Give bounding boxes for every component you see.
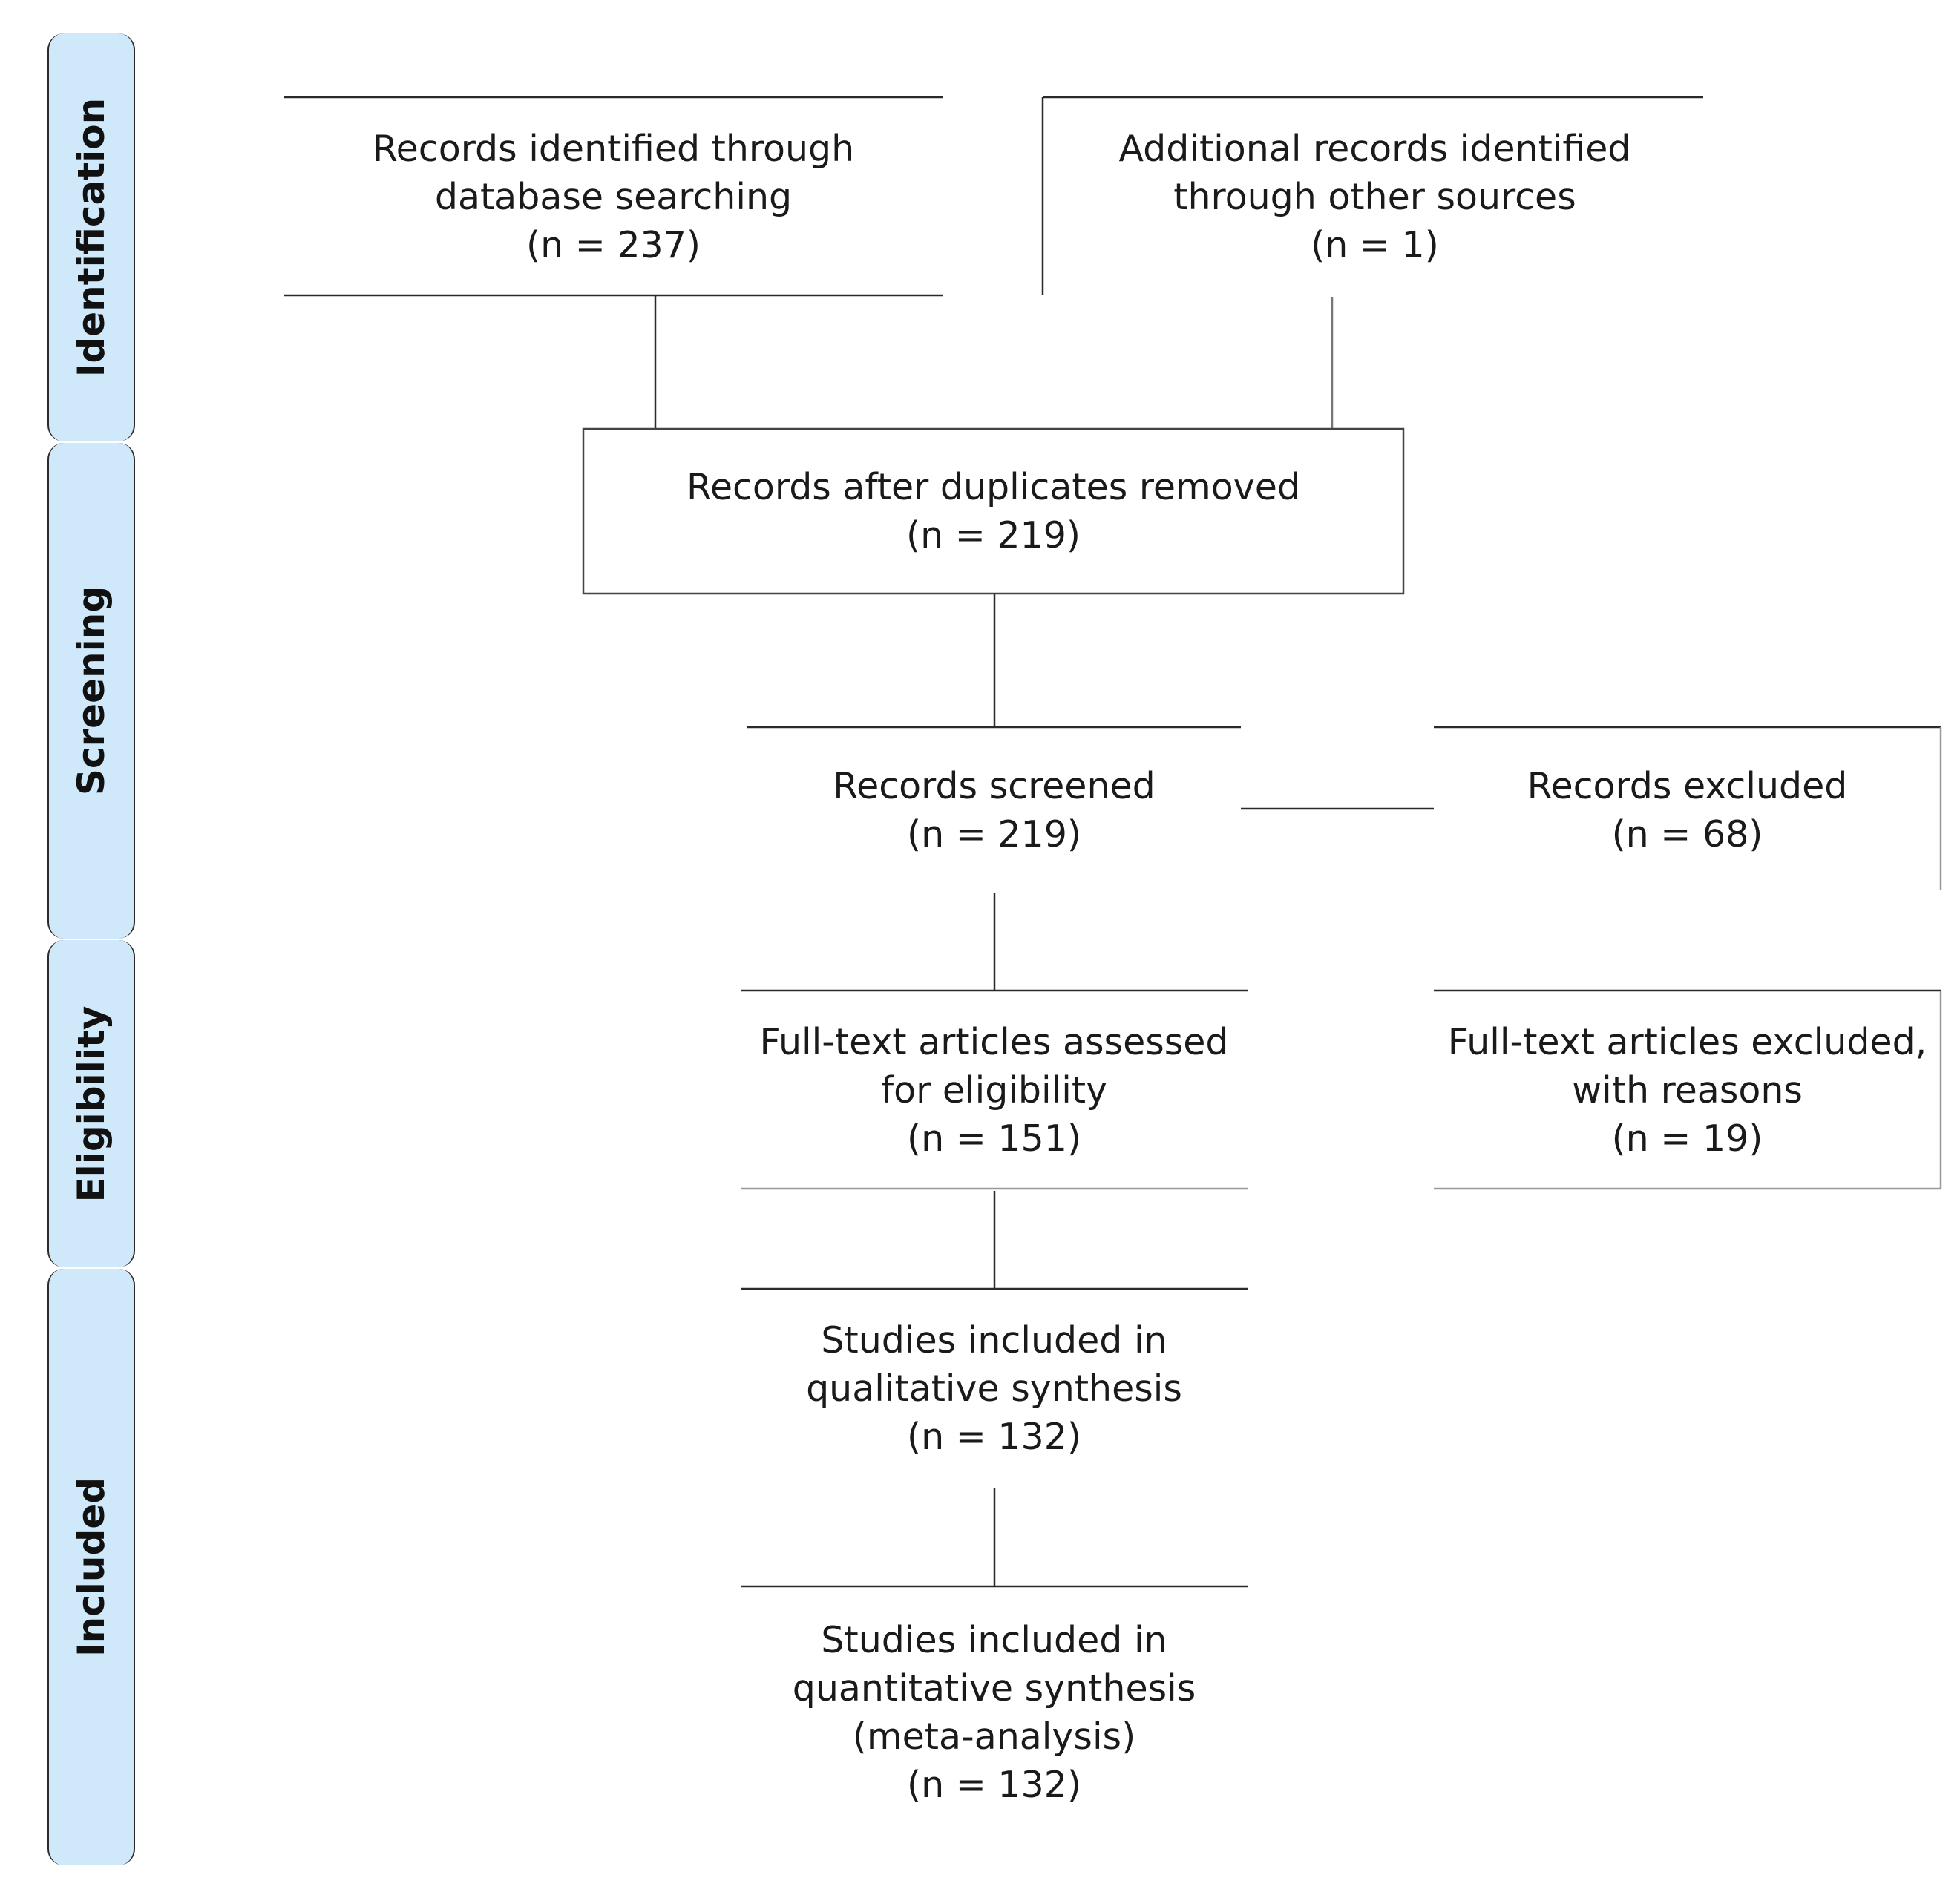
other-sources-count: (n = 1) (1311, 223, 1439, 266)
other-sources-box: Additional records identified through ot… (1046, 104, 1703, 289)
qualitative-synthesis-line2: qualitative synthesis (806, 1367, 1182, 1410)
fulltext-excluded-line1: Full-text articles excluded, (1447, 1020, 1927, 1063)
database-records-count: (n = 237) (525, 223, 701, 266)
fulltext-excluded-line2: with reasons (1572, 1068, 1803, 1111)
fulltext-excluded-count: (n = 19) (1611, 1117, 1763, 1160)
records-screened-count: (n = 219) (906, 812, 1082, 855)
duplicates-box-border (582, 427, 1405, 595)
records-excluded-count: (n = 68) (1611, 812, 1763, 855)
fulltext-assessed-box: Full-text articles assessed for eligibil… (741, 994, 1248, 1186)
fulltext-assessed-line2: for eligibility (880, 1068, 1108, 1111)
records-screened-box: Records screened (n = 219) (747, 730, 1241, 890)
database-records-box: Records identified through database sear… (284, 104, 943, 289)
fulltext-assessed-count: (n = 151) (906, 1117, 1082, 1160)
quantitative-synthesis-line2: quantitative synthesis (792, 1667, 1196, 1710)
quantitative-synthesis-line3: (meta-analysis) (852, 1715, 1136, 1758)
duplicates-removed-line1: Records after duplicates removed (686, 466, 1300, 508)
duplicates-removed-count: (n = 219) (905, 514, 1081, 556)
duplicates-removed-box: Records after duplicates removed (n = 21… (586, 432, 1400, 591)
fulltext-excluded-box: Full-text articles excluded, with reason… (1437, 994, 1938, 1186)
database-records-line1: Records identified through (372, 127, 855, 170)
phase-eligibility: Eligibility (47, 940, 135, 1267)
phase-screening: Screening (47, 443, 135, 939)
records-excluded-line1: Records excluded (1527, 764, 1848, 807)
phase-included: Included (47, 1269, 135, 1865)
quantitative-synthesis-box: Studies included in quantitative synthes… (741, 1590, 1248, 1835)
qualitative-synthesis-box: Studies included in qualitative synthesi… (741, 1293, 1248, 1484)
phase-identification: Identification (47, 33, 135, 441)
qualitative-synthesis-count: (n = 132) (906, 1415, 1082, 1458)
quantitative-synthesis-line1: Studies included in (821, 1619, 1167, 1661)
records-screened-line1: Records screened (833, 764, 1156, 807)
records-excluded-box: Records excluded (n = 68) (1437, 730, 1938, 890)
database-records-line2: database searching (434, 175, 793, 218)
qualitative-synthesis-line1: Studies included in (821, 1318, 1167, 1362)
quantitative-synthesis-count: (n = 132) (906, 1764, 1082, 1806)
other-sources-line1: Additional records identified (1118, 127, 1631, 170)
fulltext-assessed-line1: Full-text articles assessed (759, 1020, 1229, 1063)
other-sources-line2: through other sources (1173, 175, 1576, 218)
